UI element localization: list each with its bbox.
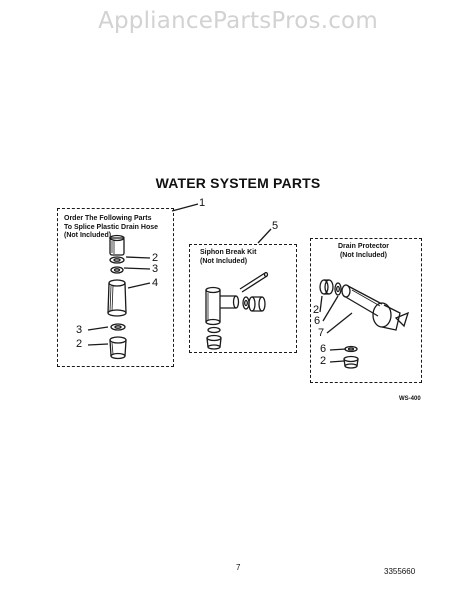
callout-3a: 3: [152, 263, 159, 275]
splice-parts-line-1: Order The Following Parts: [64, 215, 152, 222]
document-number: 3355660: [384, 567, 416, 576]
drain-cap-bottom: [343, 355, 359, 369]
leader-line-2b: [87, 343, 109, 346]
leader-line-2a: [125, 256, 151, 259]
leader-line-6b: [329, 348, 347, 351]
drain-washer-bottom: [344, 345, 358, 353]
callout-2a: 2: [152, 252, 159, 264]
siphon-cap: [248, 296, 266, 312]
drain-protector-line-2: (Not Included): [339, 251, 388, 259]
callout-3b: 3: [76, 324, 83, 336]
leader-line-4: [127, 282, 151, 289]
siphon-break-kit-line-2: (Not Included): [200, 257, 248, 265]
siphon-washer: [242, 296, 250, 310]
siphon-break-kit-box: [189, 244, 297, 353]
siphon-break-kit-text: Siphon Break Kit (Not Included): [200, 249, 256, 266]
splice-parts-line-3: (Not Included): [64, 232, 112, 239]
leader-line-3a: [123, 267, 151, 270]
splice-coupling: [107, 279, 127, 317]
callout-2b: 2: [76, 338, 83, 350]
callout-2d: 2: [320, 355, 327, 367]
drain-ring-2: [334, 282, 342, 296]
siphon-tube: [239, 271, 269, 293]
leader-line-3b: [87, 326, 109, 331]
leader-line-6a: [322, 295, 339, 322]
diagram-title: WATER SYSTEM PARTS: [155, 175, 321, 191]
watermark: AppliancePartsPros.com: [98, 8, 378, 34]
siphon-break-kit-line-1: Siphon Break Kit: [200, 249, 257, 256]
siphon-bottom-washer: [207, 326, 221, 334]
siphon-bottom-cap: [206, 334, 222, 350]
splice-clamp-top: [109, 256, 125, 264]
splice-parts-text: Order The Following Parts To Splice Plas…: [64, 215, 158, 241]
splice-connector-bottom: [109, 336, 127, 360]
leader-line-5: [257, 228, 272, 244]
splice-washer-bottom: [110, 323, 126, 331]
leader-line-7: [326, 312, 353, 334]
drain-ring-1: [319, 279, 334, 295]
page-number: 7: [236, 563, 241, 572]
drain-protector-box: [310, 238, 422, 383]
drain-protector-text: Drain Protector (Not Included): [338, 243, 389, 260]
siphon-tee: [205, 286, 240, 326]
splice-parts-box: [57, 208, 174, 367]
leader-line-2d: [329, 360, 345, 363]
callout-6a: 6: [314, 315, 321, 327]
drain-protector-body: [341, 284, 410, 331]
drain-protector-line-1: Drain Protector: [338, 243, 389, 250]
callout-6b: 6: [320, 343, 327, 355]
reference-code: WS-400: [399, 396, 421, 402]
leader-line-2c: [319, 295, 323, 313]
callout-4: 4: [152, 277, 159, 289]
callout-2c: 2: [313, 304, 320, 316]
splice-connector-top: [109, 234, 125, 256]
leader-line-1: [171, 203, 199, 212]
callout-1: 1: [199, 197, 206, 209]
callout-5: 5: [272, 220, 279, 232]
splice-washer-top: [110, 266, 124, 274]
callout-7: 7: [318, 327, 325, 339]
splice-parts-line-2: To Splice Plastic Drain Hose: [64, 223, 159, 231]
